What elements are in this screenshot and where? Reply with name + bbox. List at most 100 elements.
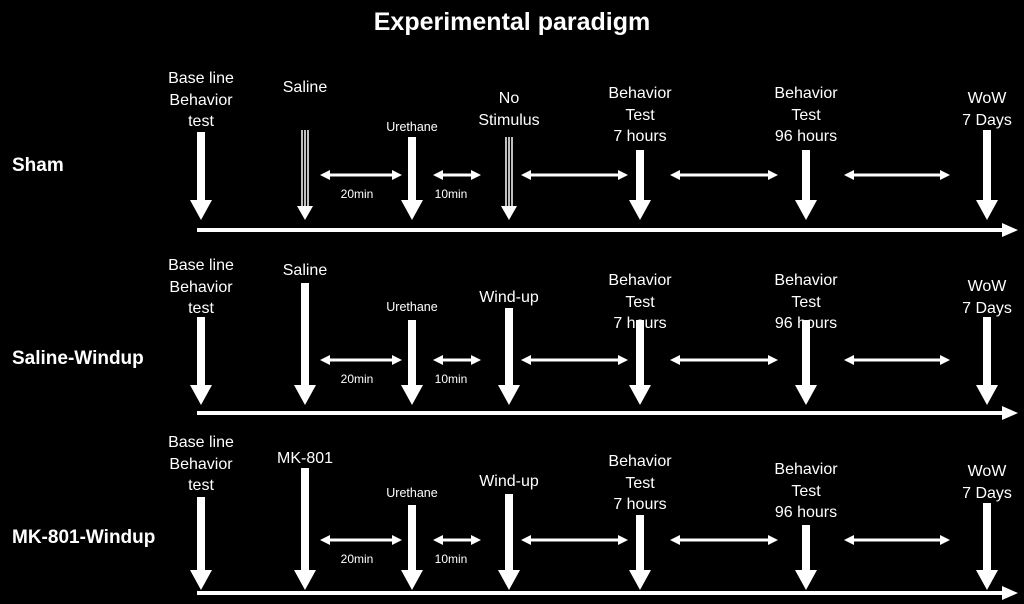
event-label-line: Test	[791, 106, 821, 124]
event-arrow-head	[795, 200, 817, 220]
event-arrow-head	[976, 570, 998, 590]
event-label-line: Behavior	[774, 272, 838, 289]
event-arrow-shaft	[505, 494, 513, 572]
event-label-line: 7 Days	[962, 111, 1012, 129]
event-arrow-shaft	[408, 320, 416, 387]
event-label-line: Test	[791, 482, 821, 500]
group-label: Sham	[12, 155, 64, 176]
interval-arrow-head	[844, 170, 854, 180]
event-label-line: Urethane	[386, 300, 438, 314]
event-arrow-shaft	[983, 317, 991, 387]
group-label: MK-801-Windup	[12, 527, 156, 548]
interval-label: 20min	[340, 552, 374, 566]
event-label: Saline	[245, 260, 365, 282]
event-label-line: Behavior	[774, 461, 838, 478]
event-label-line: Behavior	[608, 453, 672, 470]
event-label: WoW 7 Days	[927, 276, 1024, 319]
interval-arrow-head	[471, 170, 481, 180]
event-label-line: Urethane	[386, 120, 438, 134]
diagram-title: Experimental paradigm	[373, 8, 651, 36]
event-label-line: Base line	[168, 434, 234, 451]
event-arrow-head	[294, 570, 316, 590]
event-label-line: Wind-up	[479, 289, 539, 306]
event-arrow-head	[401, 570, 423, 590]
event-arrow-shaft	[636, 320, 644, 387]
interval-arrow-head	[521, 535, 531, 545]
interval-label: 20min	[340, 372, 374, 386]
event-arrow-shaft	[802, 320, 810, 387]
interval-arrow-head	[618, 535, 628, 545]
event-arrow-shaft	[505, 308, 513, 387]
event-label-line: Behavior	[169, 455, 233, 473]
event-label-line: Behavior	[774, 85, 838, 102]
event-arrow-shaft	[802, 525, 810, 572]
event-label-line: Test	[625, 474, 655, 492]
interval-arrow-head	[844, 355, 854, 365]
timeline-arrowhead	[1002, 406, 1018, 420]
interval-arrow-head	[768, 170, 778, 180]
interval-label: 10min	[434, 552, 468, 566]
interval-arrow-head	[940, 355, 950, 365]
event-label-line: WoW	[967, 90, 1007, 107]
event-arrow-shaft	[408, 137, 416, 202]
event-label-line: Urethane	[386, 486, 438, 500]
event-label-line: 7 hours	[613, 128, 667, 145]
event-label-line: Test	[625, 106, 655, 124]
interval-arrow-head	[392, 535, 402, 545]
event-arrow-shaft	[636, 150, 644, 202]
event-arrow-head	[190, 570, 212, 590]
event-label-line: Stimulus	[478, 111, 540, 129]
interval-arrow-head	[392, 170, 402, 180]
event-arrow-head	[401, 385, 423, 405]
interval-arrow-head	[618, 355, 628, 365]
event-arrow-head	[190, 200, 212, 220]
interval-arrow-head	[768, 535, 778, 545]
interval-arrow-head	[670, 535, 680, 545]
event-arrow-head	[629, 570, 651, 590]
event-label-line: MK-801	[276, 450, 334, 467]
group-label: Saline-Windup	[12, 348, 144, 369]
event-arrow-head	[976, 385, 998, 405]
event-arrow-shaft	[197, 317, 205, 387]
event-label-line: 7 Days	[962, 299, 1012, 317]
event-label-line: Test	[625, 293, 655, 311]
event-label-line: 7 Days	[962, 484, 1012, 502]
interval-arrow-head	[392, 355, 402, 365]
event-arrow-shaft	[636, 515, 644, 572]
interval-label: 10min	[434, 372, 468, 386]
event-label-line: Behavior	[608, 272, 672, 289]
hollow-arrow-head	[297, 206, 313, 220]
event-label-line: Wind-up	[479, 473, 539, 490]
interval-arrow-head	[521, 355, 531, 365]
interval-arrow-head	[433, 355, 443, 365]
interval-arrow-head	[320, 535, 330, 545]
interval-arrow-head	[471, 355, 481, 365]
interval-arrow-head	[940, 535, 950, 545]
event-label-line: WoW	[967, 463, 1007, 480]
interval-arrow-head	[521, 170, 531, 180]
interval-arrow-head	[670, 355, 680, 365]
interval-label: 10min	[434, 187, 468, 201]
event-label: Urethane	[352, 483, 472, 505]
event-label-line: 96 hours	[774, 128, 838, 145]
event-label-line: Behavior	[608, 85, 672, 102]
event-arrow-shaft	[197, 497, 205, 572]
event-label-line: Behavior	[169, 278, 233, 296]
interval-arrow-head	[618, 170, 628, 180]
event-arrow-head	[498, 570, 520, 590]
event-label: MK-801	[245, 448, 365, 470]
event-label-line: WoW	[967, 278, 1007, 295]
event-label-line: Behavior	[169, 91, 233, 109]
event-arrow-head	[294, 385, 316, 405]
interval-arrow-head	[670, 170, 680, 180]
interval-arrow-head	[433, 535, 443, 545]
event-label: Wind-up	[449, 471, 569, 493]
event-label-line: test	[188, 113, 214, 130]
event-label: Saline	[245, 77, 365, 99]
